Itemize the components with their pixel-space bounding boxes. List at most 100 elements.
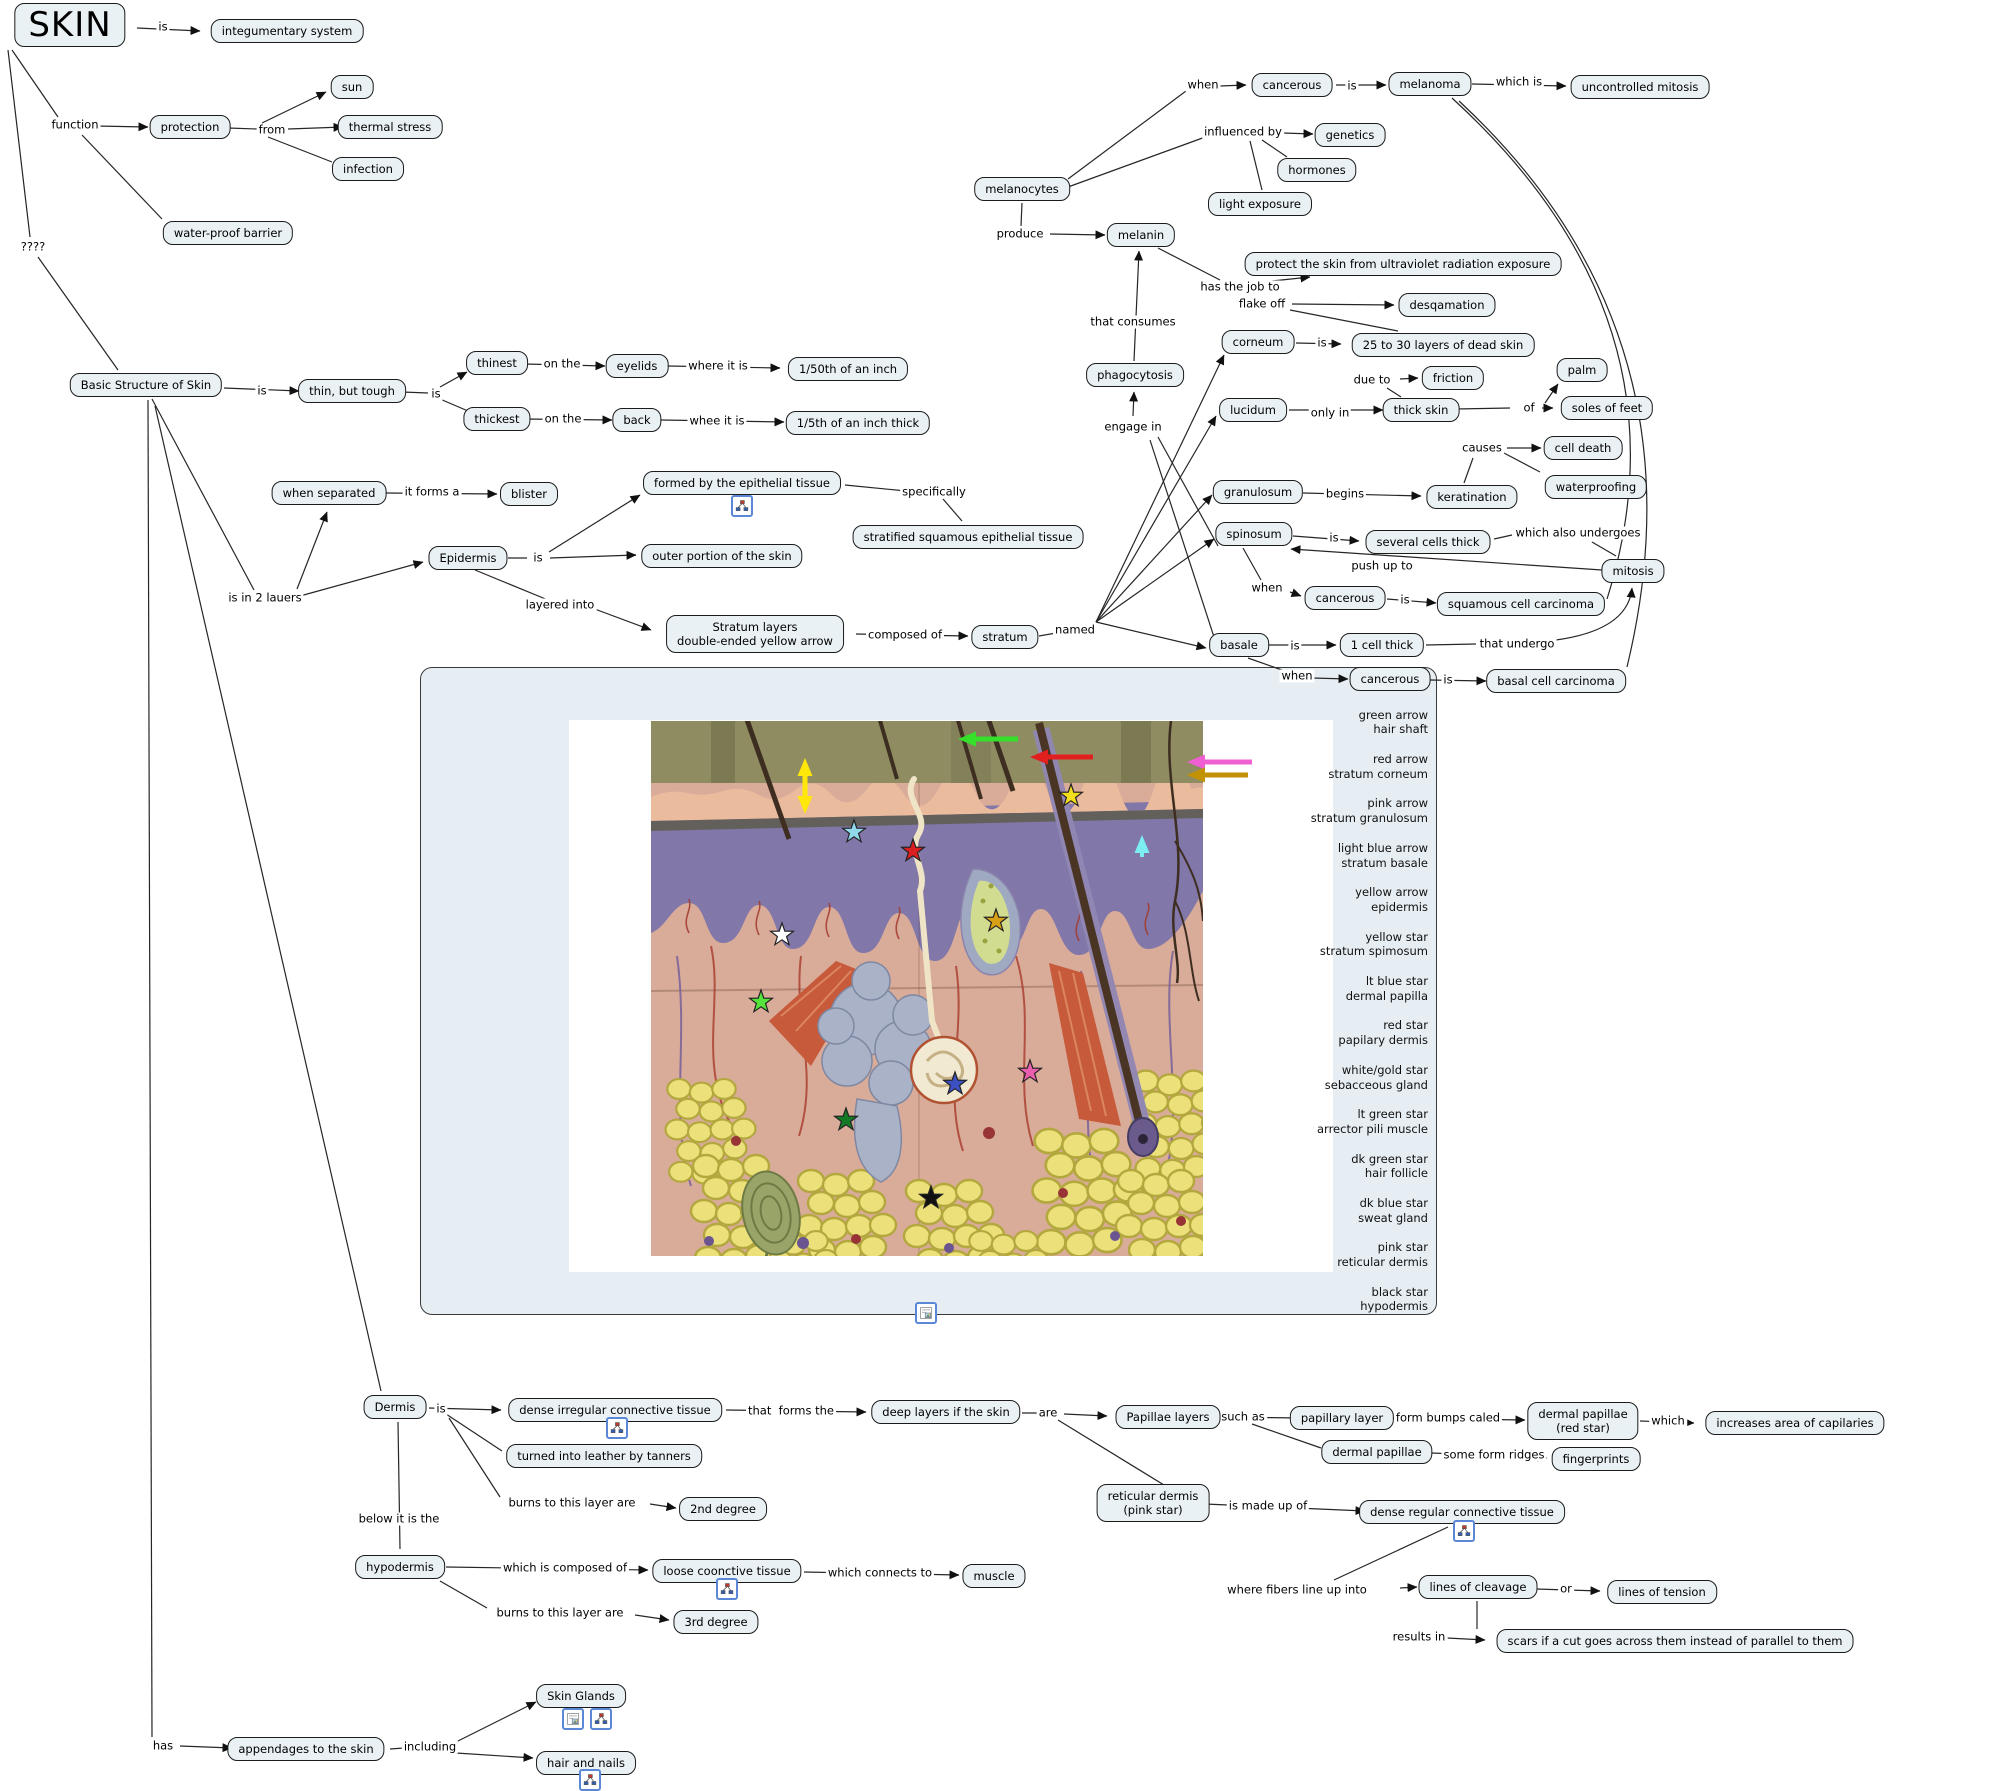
link-label[interactable]: when	[1279, 668, 1315, 683]
node-phagocytosis[interactable]: phagocytosis	[1086, 363, 1184, 387]
link-label[interactable]: which connects to	[825, 1565, 935, 1580]
concept-map-resource-icon[interactable]	[716, 1578, 738, 1600]
link-label[interactable]: that undergo	[1477, 636, 1557, 651]
practical-image-panel[interactable]: Practical green arrow hair shaft red arr…	[420, 667, 1437, 1315]
link-label[interactable]: including	[401, 1739, 459, 1754]
node-deep-layers[interactable]: deep layers if the skin	[871, 1400, 1021, 1424]
link-label[interactable]: whee it is	[687, 413, 747, 428]
link-label[interactable]: layered into	[523, 597, 597, 612]
link-label[interactable]: burns to this layer are	[506, 1495, 638, 1510]
link-label[interactable]: influenced by	[1202, 124, 1284, 139]
link-label[interactable]: some form ridges	[1441, 1447, 1547, 1462]
link-label[interactable]: is	[434, 1401, 448, 1416]
node-thickest[interactable]: thickest	[463, 407, 531, 431]
node-melanocytes[interactable]: melanocytes	[974, 177, 1070, 201]
node-basic-structure[interactable]: Basic Structure of Skin	[69, 373, 223, 397]
link-label[interactable]: such as	[1219, 1409, 1267, 1424]
link-label[interactable]: it forms a	[402, 484, 462, 499]
node-basal-cell-carcinoma[interactable]: basal cell carcinoma	[1486, 669, 1626, 693]
node-corneum[interactable]: corneum	[1221, 330, 1295, 354]
node-sun[interactable]: sun	[330, 75, 374, 99]
link-label[interactable]: composed of	[865, 627, 945, 642]
image-resource-icon[interactable]	[562, 1708, 584, 1730]
link-label[interactable]: on the	[542, 411, 584, 426]
link-label[interactable]: results in	[1390, 1629, 1448, 1644]
link-label[interactable]: burns to this layer are	[494, 1605, 626, 1620]
node-dermal-papillae-red-star[interactable]: dermal papillae (red star)	[1527, 1402, 1639, 1440]
node-waterproofing[interactable]: waterproofing	[1544, 475, 1648, 499]
node-blister[interactable]: blister	[500, 482, 558, 506]
node-uncontrolled-mitosis[interactable]: uncontrolled mitosis	[1570, 75, 1710, 99]
link-label[interactable]: where fibers line up into	[1225, 1582, 1369, 1597]
node-papillary-layer[interactable]: papillary layer	[1289, 1406, 1395, 1430]
node-reticular-dermis[interactable]: reticular dermis (pink star)	[1096, 1484, 1210, 1522]
node-light-exposure[interactable]: light exposure	[1208, 192, 1312, 216]
node-turned-leather[interactable]: turned into leather by tanners	[506, 1444, 702, 1468]
link-label[interactable]: has	[150, 1738, 176, 1753]
link-label[interactable]: only in	[1308, 405, 1352, 420]
node-melanoma[interactable]: melanoma	[1388, 72, 1472, 96]
node-third-degree[interactable]: 3rd degree	[673, 1610, 759, 1634]
node-desqamation[interactable]: desqamation	[1398, 293, 1496, 317]
link-label[interactable]: function	[49, 117, 101, 132]
node-papillae-layers[interactable]: Papillae layers	[1115, 1405, 1221, 1429]
node-one-cell-thick[interactable]: 1 cell thick	[1339, 633, 1425, 657]
node-stratified-squamous[interactable]: stratified squamous epithelial tissue	[852, 525, 1084, 549]
node-one-50th-inch[interactable]: 1/50th of an inch	[787, 357, 909, 381]
node-protection[interactable]: protection	[149, 115, 231, 139]
node-dense-regular[interactable]: dense regular connective tissue	[1359, 1500, 1565, 1524]
link-label[interactable]: when	[1249, 580, 1285, 595]
node-cancerous-3[interactable]: cancerous	[1349, 667, 1431, 691]
node-skin[interactable]: SKIN	[14, 3, 126, 47]
node-spinosum[interactable]: spinosum	[1215, 522, 1293, 546]
link-label[interactable]: is	[1398, 592, 1412, 607]
link-label[interactable]: is	[156, 19, 170, 34]
link-label[interactable]: has the job to	[1198, 279, 1282, 294]
node-thermal-stress[interactable]: thermal stress	[337, 115, 443, 139]
link-label[interactable]: or	[1558, 1581, 1574, 1596]
link-label[interactable]: causes	[1460, 440, 1504, 455]
node-cell-death[interactable]: cell death	[1543, 436, 1623, 460]
concept-map-resource-icon[interactable]	[731, 495, 753, 517]
link-label[interactable]: is	[429, 386, 443, 401]
node-infection[interactable]: infection	[332, 157, 404, 181]
link-label[interactable]: where it is	[686, 358, 750, 373]
node-several-cells-thick[interactable]: several cells thick	[1365, 530, 1491, 554]
node-integumentary-system[interactable]: integumentary system	[210, 19, 364, 43]
node-epidermis[interactable]: Epidermis	[428, 546, 508, 570]
node-hypodermis[interactable]: hypodermis	[355, 1555, 445, 1579]
link-label[interactable]: that forms the	[746, 1403, 836, 1418]
node-keratination[interactable]: keratination	[1426, 485, 1518, 509]
node-mitosis[interactable]: mitosis	[1601, 559, 1665, 583]
node-water-proof-barrier[interactable]: water-proof barrier	[162, 221, 294, 245]
link-label[interactable]: flake off	[1236, 296, 1288, 311]
link-label[interactable]: is	[1441, 672, 1455, 687]
link-label[interactable]: is	[255, 383, 269, 398]
node-eyelids[interactable]: eyelids	[605, 354, 669, 378]
node-when-separated[interactable]: when separated	[271, 481, 387, 505]
node-thinest[interactable]: thinest	[466, 351, 528, 375]
link-label[interactable]: ????	[18, 239, 48, 254]
concept-map-resource-icon[interactable]	[606, 1417, 628, 1439]
link-label[interactable]: are	[1036, 1405, 1060, 1420]
concept-map-resource-icon[interactable]	[579, 1769, 601, 1791]
link-label[interactable]: begins	[1323, 486, 1367, 501]
node-soles-of-feet[interactable]: soles of feet	[1560, 396, 1654, 420]
node-muscle[interactable]: muscle	[962, 1564, 1026, 1588]
node-melanin[interactable]: melanin	[1106, 223, 1176, 247]
node-lucidum[interactable]: lucidum	[1219, 398, 1287, 422]
node-increases-capilaries[interactable]: increases area of capilaries	[1705, 1411, 1885, 1435]
concept-map-resource-icon[interactable]	[590, 1708, 612, 1730]
link-label[interactable]: is made up of	[1226, 1498, 1310, 1513]
node-dermal-papillae[interactable]: dermal papillae	[1321, 1440, 1433, 1464]
node-dermis[interactable]: Dermis	[363, 1395, 427, 1419]
node-second-degree[interactable]: 2nd degree	[679, 1497, 767, 1521]
link-label[interactable]: when	[1185, 77, 1221, 92]
link-label[interactable]: is	[1288, 638, 1302, 653]
link-label[interactable]: is	[531, 550, 545, 565]
node-fingerprints[interactable]: fingerprints	[1551, 1447, 1641, 1471]
node-layers-25-30[interactable]: 25 to 30 layers of dead skin	[1351, 333, 1535, 357]
link-label[interactable]: that consumes	[1088, 314, 1178, 329]
node-thick-skin[interactable]: thick skin	[1382, 398, 1460, 422]
node-friction[interactable]: friction	[1421, 366, 1485, 390]
